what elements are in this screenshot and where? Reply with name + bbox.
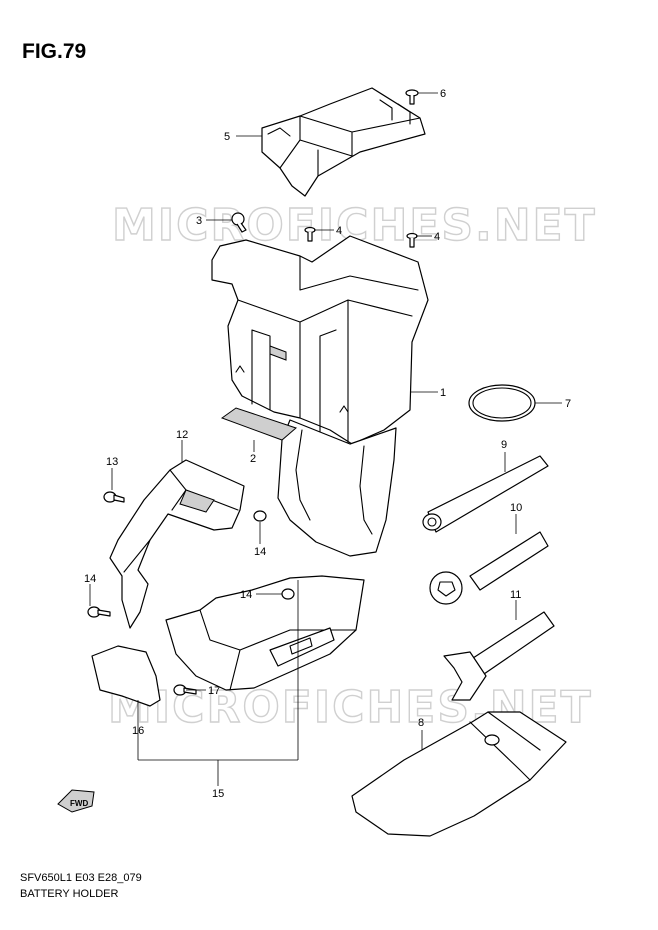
screw-3 — [231, 212, 247, 233]
bolt-17 — [173, 684, 197, 696]
callout-10: 10 — [510, 502, 522, 514]
callout-1: 1 — [440, 387, 446, 399]
footer-name: BATTERY HOLDER — [20, 888, 119, 900]
bolt-14a — [253, 510, 267, 522]
callout-numbers: 5 6 3 4 4 1 7 2 9 10 11 8 12 13 14 14 14… — [84, 88, 571, 800]
fwd-label: FWD — [70, 799, 88, 808]
clip-nut-4b — [406, 232, 418, 248]
part-8-tool-bag — [351, 711, 567, 837]
part-7-band — [468, 384, 536, 422]
part-10-wrench — [429, 531, 549, 605]
callout-9: 9 — [501, 439, 507, 451]
footer-code: SFV650L1 E03 E28_079 — [20, 872, 142, 884]
footer: SFV650L1 E03 E28_079 BATTERY HOLDER — [20, 870, 142, 902]
part-1-battery-holder — [211, 235, 429, 557]
part-16-cover — [91, 645, 161, 707]
callout-3: 3 — [196, 215, 202, 227]
callout-5: 5 — [224, 131, 230, 143]
figure-title: FIG.79 — [22, 40, 87, 63]
callout-14b: 14 — [84, 573, 96, 585]
callout-17: 17 — [208, 685, 220, 697]
callout-15: 15 — [212, 788, 224, 800]
bolt-14c — [281, 588, 295, 600]
callout-12: 12 — [176, 429, 188, 441]
leader-lines — [89, 92, 562, 786]
part-15-lower-cover — [165, 575, 365, 691]
part-5-bracket — [261, 87, 426, 197]
part-11-spanner — [443, 611, 555, 701]
callout-8: 8 — [418, 717, 424, 729]
callout-11: 11 — [510, 589, 521, 601]
callout-13: 13 — [106, 456, 118, 468]
screw-6 — [405, 89, 419, 105]
callout-4a: 4 — [336, 225, 342, 237]
part-12-cover — [109, 459, 245, 629]
callout-4b: 4 — [434, 231, 440, 243]
callout-2: 2 — [250, 453, 256, 465]
bolt-13 — [103, 491, 125, 503]
callout-6: 6 — [440, 88, 446, 100]
clip-nut-4a — [304, 226, 316, 242]
part-2-pad — [220, 407, 297, 441]
fwd-arrow: FWD — [57, 789, 95, 813]
callout-7: 7 — [565, 398, 571, 410]
callout-14c: 14 — [240, 589, 252, 601]
callout-14a: 14 — [254, 546, 266, 558]
part-9-tool — [422, 455, 549, 533]
bolt-14b — [87, 606, 111, 618]
callout-16: 16 — [132, 725, 144, 737]
